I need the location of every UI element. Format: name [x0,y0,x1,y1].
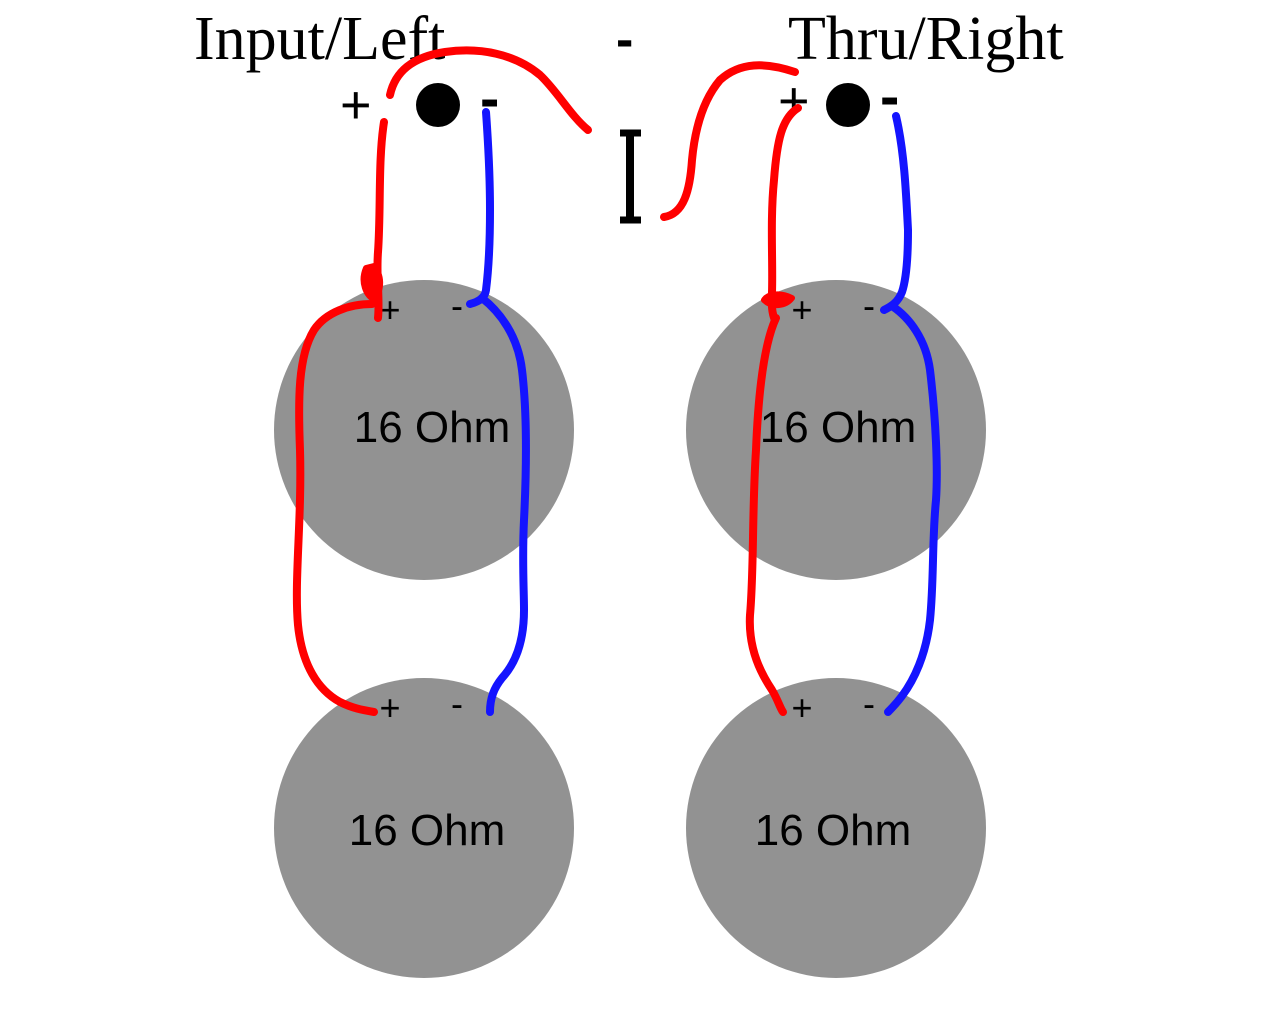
right-negative-drop-wire [880,112,912,314]
right-jack-dot-icon [826,83,870,127]
speaker-minus-terminal: - [863,285,875,326]
speaker-label: 16 Ohm [760,403,917,452]
switch-symbol-icon [620,129,641,224]
left-jack-to-switch-wire [386,46,592,134]
speaker-bottom-left: 16 Ohm + - [274,678,574,978]
left-negative-drop-wire [466,108,494,308]
right-speaker-link-positive-wire [745,314,787,716]
left-speaker-link-positive-wire [292,300,378,716]
right-jack-minus: - [880,64,900,129]
right-positive-blob [761,291,795,308]
speaker-label: 16 Ohm [755,806,912,855]
switch-to-right-jack-wire [660,61,799,221]
right-positive-drop-wire [767,104,802,324]
speaker-top-right: 16 Ohm + - [686,280,986,580]
speaker-minus-terminal: - [451,683,463,724]
speaker-plus-terminal: + [379,687,400,728]
speaker-cone [686,678,986,978]
speaker-plus-terminal: + [791,289,812,330]
input-left-title: Input/Left [194,5,446,73]
speaker-label: 16 Ohm [354,403,511,452]
thru-right-title: Thru/Right [788,5,1064,73]
right-speaker-link-negative-wire [884,302,941,716]
speaker-bottom-right: 16 Ohm + - [686,678,986,978]
left-jack-dot-icon [416,83,460,127]
speaker-cone [274,280,574,580]
middle-minus-label: - [616,11,634,69]
speaker-plus-terminal: + [791,687,812,728]
speaker-label: 16 Ohm [349,806,506,855]
speaker-plus-terminal: + [379,289,400,330]
left-jack-plus: + [340,75,372,135]
speaker-minus-terminal: - [863,683,875,724]
speaker-cone [274,678,574,978]
speaker-cone [686,280,986,580]
left-speaker-link-negative-wire [478,294,530,716]
speaker-minus-terminal: - [451,285,463,326]
speaker-top-left: 16 Ohm + - [274,280,574,580]
left-positive-blob [360,263,384,303]
